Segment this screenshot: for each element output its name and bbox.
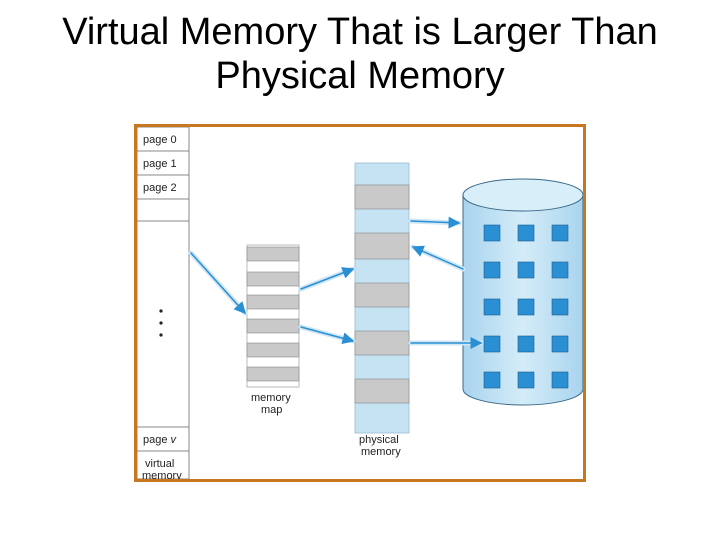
diagram-canvas: page 0 page 1 page 2 page v virtual memo…	[137, 127, 583, 479]
slide-title: Virtual Memory That is Larger Than Physi…	[0, 10, 720, 98]
physical-frame-used	[354, 378, 410, 404]
memory-map-entry	[246, 271, 300, 287]
memory-map-label-line-1: memory	[251, 392, 291, 404]
disk-backing-store	[462, 178, 583, 406]
physical-frame-used	[354, 330, 410, 356]
physical-to-disk-arrow	[410, 216, 461, 229]
ellipsis-dot	[159, 309, 163, 313]
virtual-page-label: page 2	[143, 182, 177, 194]
physical-memory-label-line-2: memory	[361, 446, 401, 458]
memory-map-label-line-2: map	[261, 404, 282, 416]
virtual-page-3-cell	[137, 198, 190, 222]
virtual-memory-diagram: page 0 page 1 page 2 page v virtual memo…	[134, 124, 586, 482]
map-to-physical-arrow-upper	[300, 267, 355, 290]
memory-map-entry	[246, 342, 300, 358]
physical-memory-label-line-1: physical	[359, 434, 399, 446]
ellipsis-dot	[159, 321, 163, 325]
memory-map-frame	[246, 244, 300, 388]
memory-map-entry	[246, 246, 300, 262]
map-to-physical-arrow-lower	[300, 326, 355, 345]
memory-map: memory map	[246, 244, 300, 416]
virtual-page-v-label: page v	[143, 434, 178, 446]
slide-title-line-2: Physical Memory	[215, 55, 505, 97]
virtual-memory-label-line-1: virtual	[145, 458, 174, 470]
virtual-page-0-cell	[137, 127, 190, 152]
disk-page-squares	[483, 224, 569, 389]
disk-to-physical-arrow	[411, 245, 464, 270]
memory-map-entry	[246, 318, 300, 334]
ellipsis-dot	[159, 333, 163, 337]
virtual-page-label: page 1	[143, 158, 177, 170]
virtual-page-label: page 0	[143, 134, 177, 146]
physical-frame-used	[354, 282, 410, 308]
physical-frame-used	[354, 184, 410, 210]
disk-top	[462, 178, 583, 212]
physical-memory: physical memory	[354, 162, 410, 458]
memory-map-entry	[246, 366, 300, 382]
virtual-memory-label-line-2: memory	[142, 470, 182, 479]
virtual-page-2-cell	[137, 174, 190, 200]
slide-title-line-1: Virtual Memory That is Larger Than	[62, 11, 658, 53]
virtual-memory-column: page 0 page 1 page 2 page v virtual memo…	[137, 127, 190, 479]
virtual-page-1-cell	[137, 150, 190, 176]
mapping-arrows	[188, 216, 484, 349]
physical-frame-used	[354, 232, 410, 260]
memory-map-entry	[246, 294, 300, 310]
virtual-to-map-arrow	[190, 252, 247, 315]
virtual-page-v-cell	[137, 426, 190, 452]
